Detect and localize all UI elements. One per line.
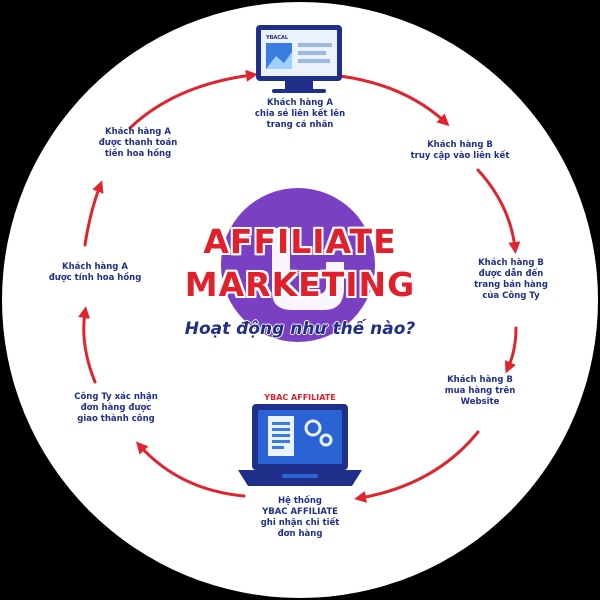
monitor-brand: YBACAL [265, 35, 289, 41]
subtitle: Hoạt động như thế nào? [184, 319, 416, 339]
step-1-text: Khách hàng A chia sẻ liên kết lên trang … [254, 98, 346, 130]
step-4-text: Khách hàng B mua hàng trên Website [444, 375, 516, 407]
laptop-label: YBAC AFFILIATE [264, 393, 336, 402]
arrow-8-1 [128, 69, 258, 130]
title-line-2: MARKETING [184, 265, 416, 304]
center-logo-mark [272, 228, 344, 310]
step-8-text: Khách hàng A được thanh toán tiền hoa hồ… [98, 127, 178, 159]
step-2-text: Khách hàng B truy cập vào liên kết [410, 140, 510, 161]
arrow-3-4 [504, 326, 518, 374]
title-line-1: AFFILIATE [203, 222, 397, 261]
step-7-text: Khách hàng A được tính hoa hồng [48, 262, 142, 283]
step-6-text: Công Ty xác nhận đơn hàng được giao thàn… [74, 392, 158, 424]
step-5-text: Hệ thống YBAC AFFILIATE ghi nhận chi tiế… [260, 496, 340, 539]
cycle-arrows [78, 69, 521, 503]
arrow-4-5 [354, 430, 480, 503]
step-3-text: Khách hàng B được dẫn đến trang bán hàng… [474, 258, 548, 301]
monitor-icon: YBACAL [256, 25, 342, 93]
arrow-7-8 [83, 180, 104, 247]
laptop-icon [238, 404, 362, 486]
arrow-1-2 [338, 74, 450, 127]
arrow-5-6 [135, 441, 246, 498]
arrow-2-3 [476, 168, 521, 254]
arrow-6-7 [78, 306, 97, 384]
